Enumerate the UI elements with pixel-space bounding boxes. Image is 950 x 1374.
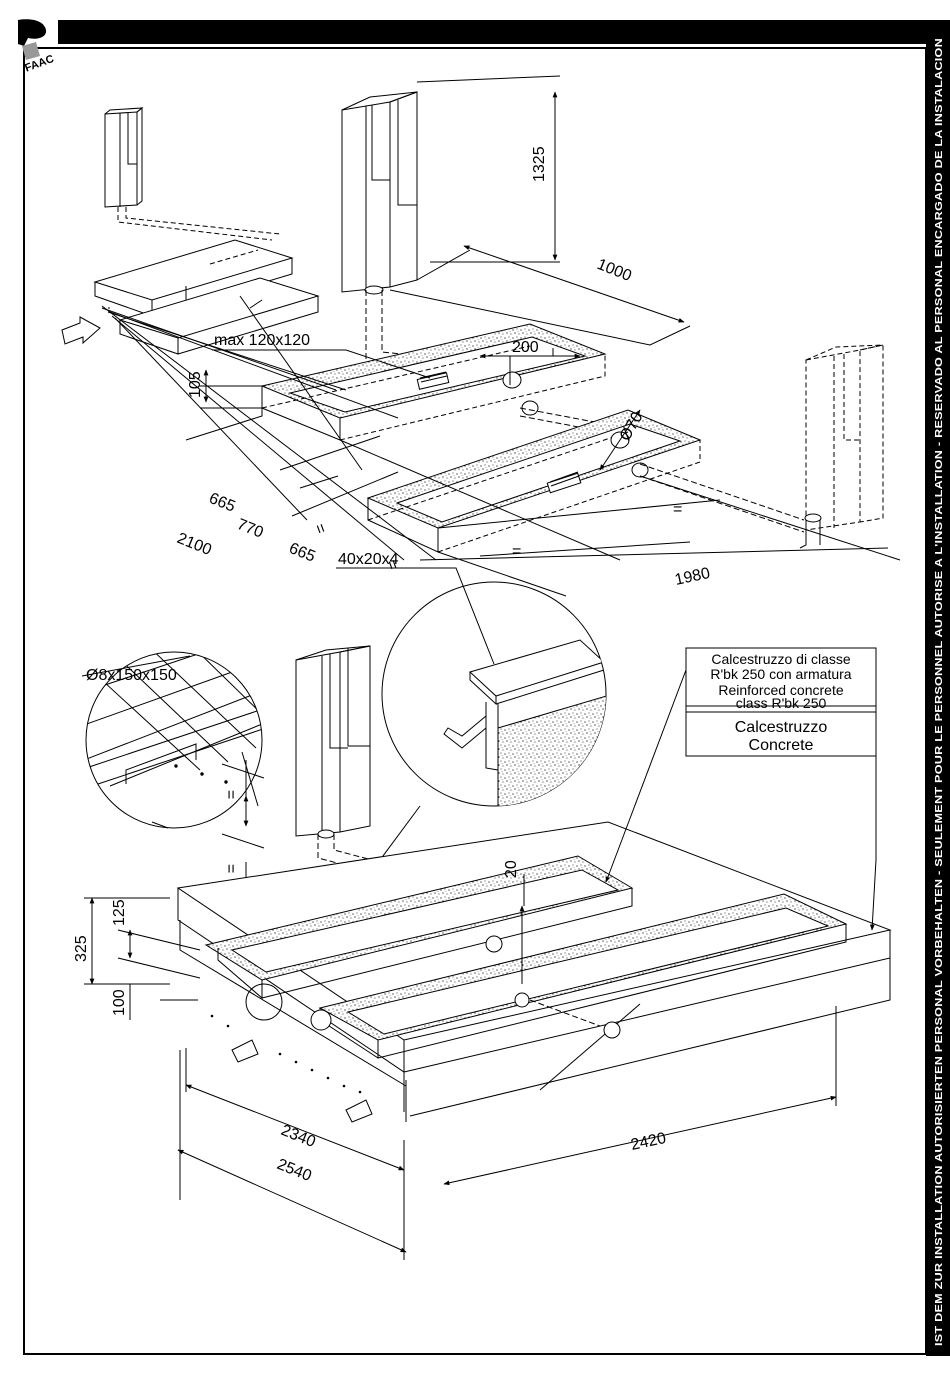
legend-reinforced-line-2: R'bk 250 con armatura xyxy=(710,666,851,682)
legend-reinforced-line-3: Reinforced concrete xyxy=(718,682,844,698)
dim-200: 200 xyxy=(512,339,539,356)
legend-concrete-line-2: Concrete xyxy=(749,737,814,754)
legend-concrete-line-1: Calcestruzzo xyxy=(735,719,828,736)
legend-reinforced-line-1: Calcestruzzo di classe xyxy=(711,651,850,667)
legend-reinforced-line-4: class R'bk 250 xyxy=(736,695,827,711)
dashed-pillar xyxy=(805,344,884,531)
label-mesh: Ø8x150x150 xyxy=(86,667,177,684)
large-pillar xyxy=(341,91,418,293)
dim-665-b: 665 xyxy=(287,540,318,566)
dim-100: 100 xyxy=(111,989,128,1016)
dim-20: 20 xyxy=(503,860,520,878)
small-pillar xyxy=(104,106,144,208)
faac-logo: FAAC xyxy=(18,19,56,75)
page-frame xyxy=(23,20,950,1356)
label-grate: max 120x120 xyxy=(214,332,310,349)
side-banner-text: IST DEM ZUR INSTALLATION AUTORISIERTEN P… xyxy=(933,38,945,1346)
dim-770: 770 xyxy=(235,516,266,542)
dim-2540: 2540 xyxy=(275,1156,314,1185)
dim-1325: 1325 xyxy=(531,146,548,182)
concrete-slab xyxy=(176,821,892,1122)
dim-665-a: 665 xyxy=(207,490,238,516)
label-profile: 40x20x4 xyxy=(338,551,399,568)
eq-mark-1: = xyxy=(310,522,329,537)
eq-mark-5: = xyxy=(222,790,239,799)
small-slabs xyxy=(93,239,320,355)
dim-1000: 1000 xyxy=(595,256,634,285)
dim-2420: 2420 xyxy=(629,1130,667,1154)
eq-mark-4: = xyxy=(673,501,682,518)
bottom-pillar xyxy=(295,645,371,837)
bottom-diagram xyxy=(81,567,892,1260)
dim-125: 125 xyxy=(111,899,128,926)
dim-325: 325 xyxy=(73,935,90,962)
material-legend xyxy=(685,647,877,757)
dim-1980: 1980 xyxy=(673,565,711,589)
dim-2340: 2340 xyxy=(279,1122,318,1151)
dim-2100: 2100 xyxy=(175,530,214,559)
eq-mark-6: = xyxy=(222,864,239,873)
profile-detail xyxy=(381,581,607,807)
direction-arrow-icon xyxy=(61,316,101,345)
top-diagram xyxy=(61,75,901,597)
top-dimension-labels: 1325 1000 200 max 120x120 105 Ø70 665 77… xyxy=(175,146,712,589)
eq-mark-3: = xyxy=(512,543,521,560)
dim-105: 105 xyxy=(187,371,204,398)
mesh-detail xyxy=(85,651,263,829)
channel-2 xyxy=(366,409,702,553)
